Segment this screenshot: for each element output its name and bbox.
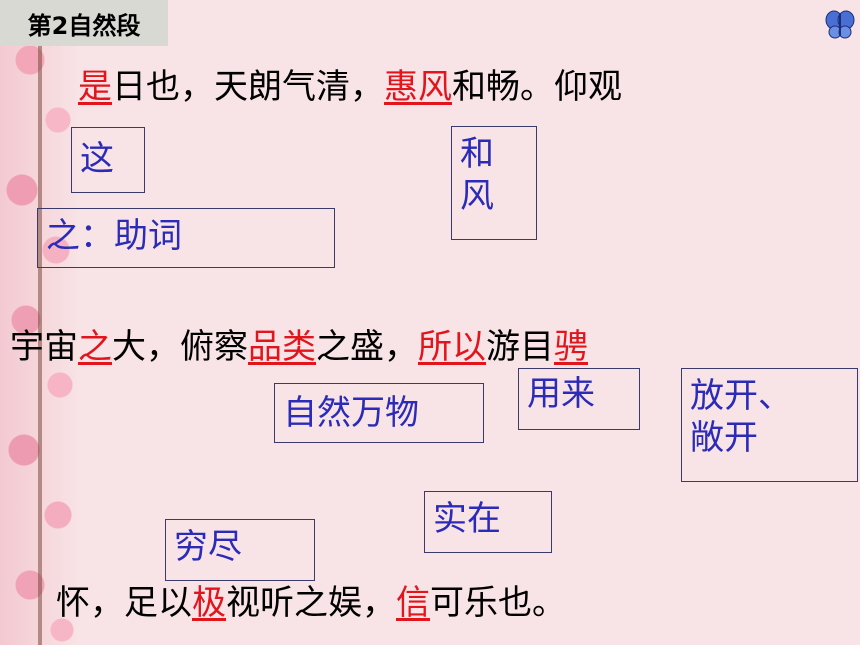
text-line-2: 宇宙之大，俯察品类之盛，所以游目骋 [10, 326, 588, 368]
text-segment: 游目 [486, 327, 554, 367]
keyword-shi: 是 [78, 67, 112, 107]
keyword-cheng: 骋 [554, 327, 588, 367]
note-hefeng-line1: 和 [460, 134, 494, 174]
note-fangkai-line2: 敞开 [690, 418, 758, 458]
note-zhe: 这 [71, 127, 145, 193]
note-hefeng-line2: 风 [460, 176, 494, 216]
note-qiongjin: 穷尽 [165, 519, 315, 581]
keyword-ji: 极 [192, 583, 226, 623]
text-segment: 视听之娱， [226, 583, 396, 623]
keyword-zhi: 之 [78, 327, 112, 367]
note-fangkai: 放开、 敞开 [681, 368, 858, 482]
text-segment: 怀，足以 [56, 583, 192, 623]
note-fangkai-line1: 放开、 [690, 376, 792, 416]
text-segment: 和畅。仰观 [452, 67, 622, 107]
text-segment: 宇宙 [10, 327, 78, 367]
text-segment: 之盛， [316, 327, 418, 367]
text-segment: 日也，天朗气清， [112, 67, 384, 107]
keyword-pinlei: 品类 [248, 327, 316, 367]
note-ziran: 自然万物 [274, 383, 484, 443]
keyword-xin: 信 [396, 583, 430, 623]
keyword-suoyi: 所以 [418, 327, 486, 367]
note-hefeng: 和 风 [451, 126, 537, 240]
note-shizai: 实在 [424, 491, 552, 553]
text-line-3: 怀，足以极视听之娱，信可乐也。 [56, 582, 566, 624]
text-segment: 可乐也。 [430, 583, 566, 623]
branch-decoration [38, 0, 42, 645]
text-segment: 大，俯察 [112, 327, 248, 367]
text-line-1: 是日也，天朗气清，惠风和畅。仰观 [78, 66, 622, 108]
keyword-huifeng: 惠风 [384, 67, 452, 107]
section-title: 第2自然段 [0, 0, 168, 46]
note-yonglai: 用来 [518, 368, 640, 430]
note-zhi: 之：助词 [37, 208, 335, 268]
butterfly-icon[interactable] [824, 8, 856, 40]
